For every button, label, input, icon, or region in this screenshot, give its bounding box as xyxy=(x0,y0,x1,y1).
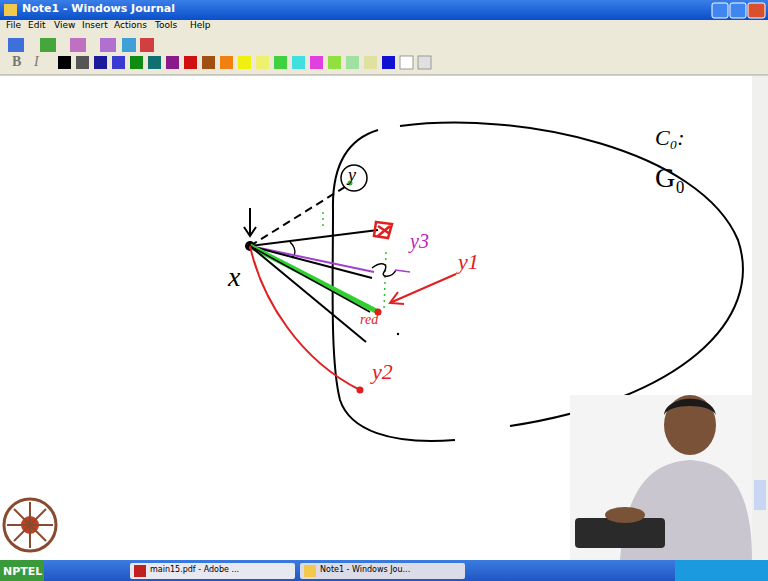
point-label: x xyxy=(228,262,240,293)
window-title: Note1 - Windows Journal xyxy=(22,3,175,15)
set-label: G₀ xyxy=(655,163,685,194)
menu-item: View xyxy=(54,21,75,31)
menu-item: File xyxy=(6,21,21,31)
taskbar-item: main15.pdf - Adobe ... xyxy=(150,566,239,575)
menu-item: Tools xyxy=(155,21,177,31)
taskbar-item: Note1 - Windows Jou... xyxy=(320,566,410,575)
point-label: y3 xyxy=(410,230,429,252)
point-label: y xyxy=(348,166,356,186)
note-label: red xyxy=(360,312,378,327)
point-label: y1 xyxy=(458,250,479,274)
menu-item: Actions xyxy=(114,21,147,31)
format-button: B xyxy=(12,54,21,69)
format-button: I xyxy=(34,54,39,69)
logo-text: NPTEL xyxy=(3,566,42,578)
point-label: y2 xyxy=(372,360,393,384)
menu-item: Insert xyxy=(82,21,108,31)
set-label: C₀: xyxy=(655,126,685,150)
menu-item: Help xyxy=(190,21,211,31)
menu-item: Edit xyxy=(28,21,45,31)
